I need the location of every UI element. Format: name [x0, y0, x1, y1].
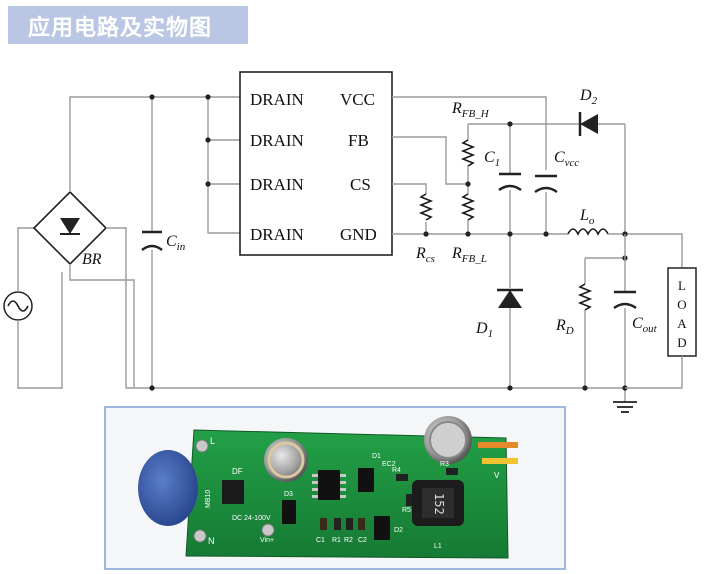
silk-l: L	[210, 436, 215, 446]
rd-label: RD	[555, 317, 574, 337]
silk-l1: L1	[434, 543, 442, 550]
d1-label: D1	[475, 320, 493, 340]
cin-label: Cin	[166, 233, 186, 253]
silk-d3: D3	[284, 491, 293, 498]
silk-r5: R5	[402, 507, 411, 514]
silk-c2: C2	[358, 537, 367, 544]
controller-ic	[318, 470, 340, 500]
wire-bottom-rail	[106, 227, 625, 389]
load-box	[667, 267, 697, 357]
rfbh-resistor-symbol	[460, 139, 476, 167]
rd-resistor-symbol	[577, 283, 593, 311]
wire-cs	[392, 183, 427, 194]
d2-diode-symbol	[578, 112, 598, 136]
silk-ec2: EC2	[382, 461, 396, 468]
lo-inductor-symbol	[567, 228, 609, 236]
output-wire-yellow	[482, 458, 518, 464]
silk-df: DF	[232, 467, 243, 476]
ic-pin-drain-2: DRAIN	[250, 131, 304, 150]
ic-package	[239, 71, 393, 256]
ic-pin-drain-4: DRAIN	[250, 225, 304, 244]
ic-pin-drain-3: DRAIN	[250, 175, 304, 194]
ic-pin-fb: FB	[348, 131, 369, 150]
wire-top-rail	[69, 96, 240, 192]
wire-ac-top	[17, 227, 36, 292]
rfbl-label: RFB_L	[451, 245, 487, 265]
d2-label: D2	[579, 87, 598, 107]
pcb-illustration: DF MB10 L N DC 24-100V D3 Vin+ C1 R1 R2 …	[138, 416, 518, 559]
d1-diode-symbol	[497, 288, 523, 308]
ic-pin-gnd: GND	[340, 225, 377, 244]
wire-bridge-bottom	[69, 264, 135, 388]
ground-symbol	[613, 401, 637, 413]
cout-capacitor-symbol	[613, 290, 637, 310]
page-title: 应用电路及实物图	[28, 16, 213, 41]
title-banner: 应用电路及实物图	[8, 6, 248, 44]
wire-drain-bus	[207, 97, 240, 234]
c1-label: C1	[484, 149, 500, 169]
rcs-resistor-symbol	[418, 193, 434, 221]
silk-r4: R4	[392, 467, 401, 474]
output-wire-orange	[478, 442, 518, 448]
wire-load-bottom	[625, 356, 683, 389]
silk-r3: R3	[440, 461, 449, 468]
silk-v: V	[494, 471, 500, 480]
rfbl-resistor-symbol	[460, 193, 476, 221]
bridge-chip	[222, 480, 244, 504]
silk-n: N	[208, 536, 215, 546]
wire-lo-right	[608, 233, 683, 268]
lo-label: Lo	[579, 207, 595, 227]
cvcc-label: Cvcc	[554, 149, 579, 169]
input-capacitor	[264, 438, 308, 482]
wire-vcc	[392, 96, 547, 170]
bridge-rectifier-symbol	[32, 190, 108, 266]
d1-component	[358, 468, 374, 492]
load-letter-4: D	[677, 335, 686, 350]
ac-source-symbol	[3, 291, 33, 321]
load-letter-2: O	[677, 297, 686, 312]
load-letter-3: A	[677, 316, 687, 331]
br-label: BR	[82, 251, 102, 268]
silk-dc: DC 24-100V	[232, 515, 271, 522]
cin-capacitor-symbol	[141, 230, 163, 252]
silk-r1: R1	[332, 537, 341, 544]
rfbh-label: RFB_H	[451, 100, 490, 120]
silk-d1: D1	[372, 453, 381, 460]
silk-d2: D2	[394, 527, 403, 534]
cvcc-capacitor-symbol	[534, 174, 558, 194]
wire-ac-bottom	[17, 272, 63, 389]
varistor-component	[138, 450, 198, 526]
ic-pin-cs: CS	[350, 175, 371, 194]
silk-r2: R2	[344, 537, 353, 544]
wire-rd-top	[584, 257, 625, 284]
silk-c1: C1	[316, 537, 325, 544]
silk-mb: MB10	[205, 490, 212, 508]
rcs-label: Rcs	[415, 245, 435, 265]
pcb-photo: DF MB10 L N DC 24-100V D3 Vin+ C1 R1 R2 …	[104, 406, 566, 570]
d2-component	[374, 516, 390, 540]
ic-pin-vcc: VCC	[340, 90, 375, 109]
silk-vin: Vin+	[260, 537, 274, 544]
d3-diode	[282, 500, 296, 524]
c1-capacitor-symbol	[498, 172, 522, 192]
load-letter-1: L	[678, 278, 686, 293]
ic-pin-drain-1: DRAIN	[250, 90, 304, 109]
inductor-mark: 152	[432, 493, 446, 515]
wire-fb	[392, 136, 468, 185]
cout-label: Cout	[632, 315, 658, 335]
